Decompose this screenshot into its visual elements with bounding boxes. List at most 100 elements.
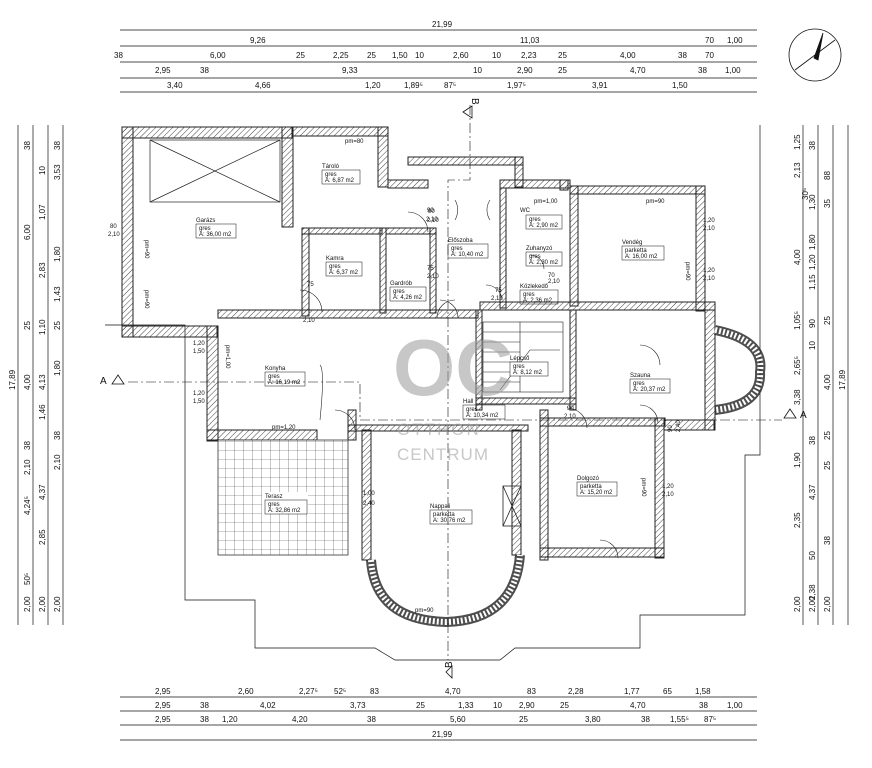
room-terrace-floor: gres xyxy=(268,502,280,508)
dim-right-c2-9: 2,00 xyxy=(823,596,832,612)
dim-left-c3-5: 1,80 xyxy=(53,360,62,376)
dim-left-c1-2: 25 xyxy=(23,321,32,330)
door-label: 1,20 xyxy=(193,391,205,397)
dim-bot-r2-4: 25 xyxy=(416,701,425,710)
room-living-area: A: 30,76 m2 xyxy=(433,518,466,524)
opening-label: pm=90 xyxy=(415,608,434,614)
room-kitchen: Konyha gres A: 16,19 m2 xyxy=(264,366,306,387)
door-label: 2,10 xyxy=(426,217,438,223)
dim-top-r3-2: 9,33 xyxy=(342,66,358,75)
dim-bot-r3-5: 5,60 xyxy=(450,715,466,724)
dim-bot-r3-9: 1,55⁵ xyxy=(670,715,689,724)
section-a-right-arrow xyxy=(783,408,797,419)
door-label: 1,20 xyxy=(703,268,715,274)
dim-left-c1-7: 50⁵ xyxy=(23,573,32,585)
dim-left-c1-3: 4,00 xyxy=(23,374,32,390)
dim-left-c1-5: 2,10 xyxy=(23,459,32,475)
dim-left-c2-7: 2,85 xyxy=(38,529,47,545)
room-pantry: Kamra gres A: 6,37 m2 xyxy=(325,256,363,277)
door-swings xyxy=(299,199,661,559)
room-sauna-area: A: 20,37 m2 xyxy=(633,387,666,393)
dim-left-c2-3: 1,10 xyxy=(38,319,47,335)
dim-right-total: 17,89 xyxy=(838,369,847,390)
dim-bot-r1-8: 1,77 xyxy=(624,687,640,696)
door-label: 1,50 xyxy=(193,349,205,355)
dim-top-r3-6: 4,70 xyxy=(630,66,646,75)
dim-right-c3-8: 38 xyxy=(808,436,817,445)
watermark-line1: OTTHON xyxy=(397,420,481,439)
dim-top-r4-2: 1,20 xyxy=(365,81,381,90)
door-label: 2,10 xyxy=(703,276,715,282)
garage-cross xyxy=(149,139,281,203)
room-shower-area: A: 2,30 m2 xyxy=(529,260,559,266)
room-sauna: Szauna gres A: 20,37 m2 xyxy=(629,373,671,394)
dim-left-c3-0: 38 xyxy=(53,141,62,150)
room-wardrobe-name: Gardrób xyxy=(390,281,413,287)
room-garage-floor: gres xyxy=(199,226,211,232)
sauna-bay-hatch xyxy=(714,327,764,413)
room-study-floor: parketta xyxy=(580,484,602,490)
door-label: 75 xyxy=(495,288,502,294)
dim-top-r2-13: 70 xyxy=(705,51,714,60)
section-a-right: A xyxy=(800,410,807,421)
dim-bot-r3-1: 38 xyxy=(200,715,209,724)
dim-left-c3-7: 2,10 xyxy=(53,454,62,470)
watermark: OC OTTHON CENTRUM xyxy=(393,323,513,464)
room-corridor-floor: gres xyxy=(523,292,535,298)
door-label: 70 xyxy=(548,273,555,279)
door-label: 1,20 xyxy=(193,341,205,347)
room-terrace: Terasz gres A: 32,86 m2 xyxy=(262,492,308,515)
room-study-name: Dolgozó xyxy=(577,476,600,482)
dim-bot-r3-10: 87⁵ xyxy=(704,715,716,724)
dim-right-c1-9: 2,00 xyxy=(793,596,802,612)
dim-bot-r1-4: 83 xyxy=(370,687,379,696)
dim-bot-r2-3: 3,73 xyxy=(350,701,366,710)
dim-left-c3-6: 38 xyxy=(53,431,62,440)
dim-left-c2-1: 1,07 xyxy=(38,204,47,220)
dim-left-c1-1: 6,00 xyxy=(23,224,32,240)
dim-bot-r2-0: 2,95 xyxy=(155,701,171,710)
room-stairs-floor: gres xyxy=(513,364,525,370)
room-hall-name: Hall xyxy=(463,399,473,405)
room-labels: Garázs gres A: 36,00 m2 Tároló gres A: 6… xyxy=(195,164,671,525)
room-hall-floor: gres xyxy=(466,407,478,413)
room-sauna-name: Szauna xyxy=(630,373,651,379)
dim-left-total: 17,89 xyxy=(8,369,17,390)
room-corridor: Közlekedő gres A: 2,36 m2 xyxy=(519,284,559,305)
dim-bot-r2-8: 25 xyxy=(560,701,569,710)
fireplace xyxy=(502,485,522,527)
dim-top-r4-3: 1,89⁵ xyxy=(404,81,423,90)
dim-left-c2-6: 4,37 xyxy=(38,484,47,500)
dim-left-c2-5: 1,46 xyxy=(38,404,47,420)
room-hall: Hall gres A: 10,34 m2 xyxy=(462,399,506,420)
dim-bot-r2-1: 38 xyxy=(200,701,209,710)
dim-left-c1-6: 4,24⁵ xyxy=(23,496,32,515)
room-stairs: Lépcső gres A: 8,12 m2 xyxy=(509,356,549,377)
dim-left-c2-0: 10 xyxy=(38,166,47,175)
opening-label: pm=80 xyxy=(345,139,364,145)
opening-label: pm=1,20 xyxy=(272,425,296,431)
dim-right-c2-1: 1,30 xyxy=(808,194,817,210)
room-living-name: Nappali xyxy=(430,504,450,510)
room-garage-name: Garázs xyxy=(196,218,215,224)
dim-bot-r2-7: 2,90 xyxy=(519,701,535,710)
dim-top-r3-1: 38 xyxy=(200,66,209,75)
dim-top-r3-3: 10 xyxy=(473,66,482,75)
section-b-bottom: B xyxy=(444,661,455,668)
dim-bot-r1-10: 1,58 xyxy=(695,687,711,696)
dim-right-c3-7: 38 xyxy=(823,536,832,545)
door-label: 90 xyxy=(427,208,434,214)
door-label: 2,10 xyxy=(703,226,715,232)
north-arrow-icon xyxy=(788,28,842,82)
dim-bot-r2-11: 1,00 xyxy=(727,701,743,710)
dim-right-c2-7: 4,37 xyxy=(808,484,817,500)
dim-top-r4-4: 87⁵ xyxy=(444,81,456,90)
dim-bot-r2-10: 38 xyxy=(699,701,708,710)
dim-right-c2-5: 4,00 xyxy=(823,374,832,390)
room-terrace-name: Terasz xyxy=(265,494,283,500)
room-wardrobe: Gardrób gres A: 4,26 m2 xyxy=(389,281,427,302)
dim-bot-r3-7: 3,80 xyxy=(585,715,601,724)
room-hallway-floor: gres xyxy=(451,246,463,252)
door-label: 2,40 xyxy=(363,501,375,507)
dim-top-r3-4: 2,90 xyxy=(517,66,533,75)
